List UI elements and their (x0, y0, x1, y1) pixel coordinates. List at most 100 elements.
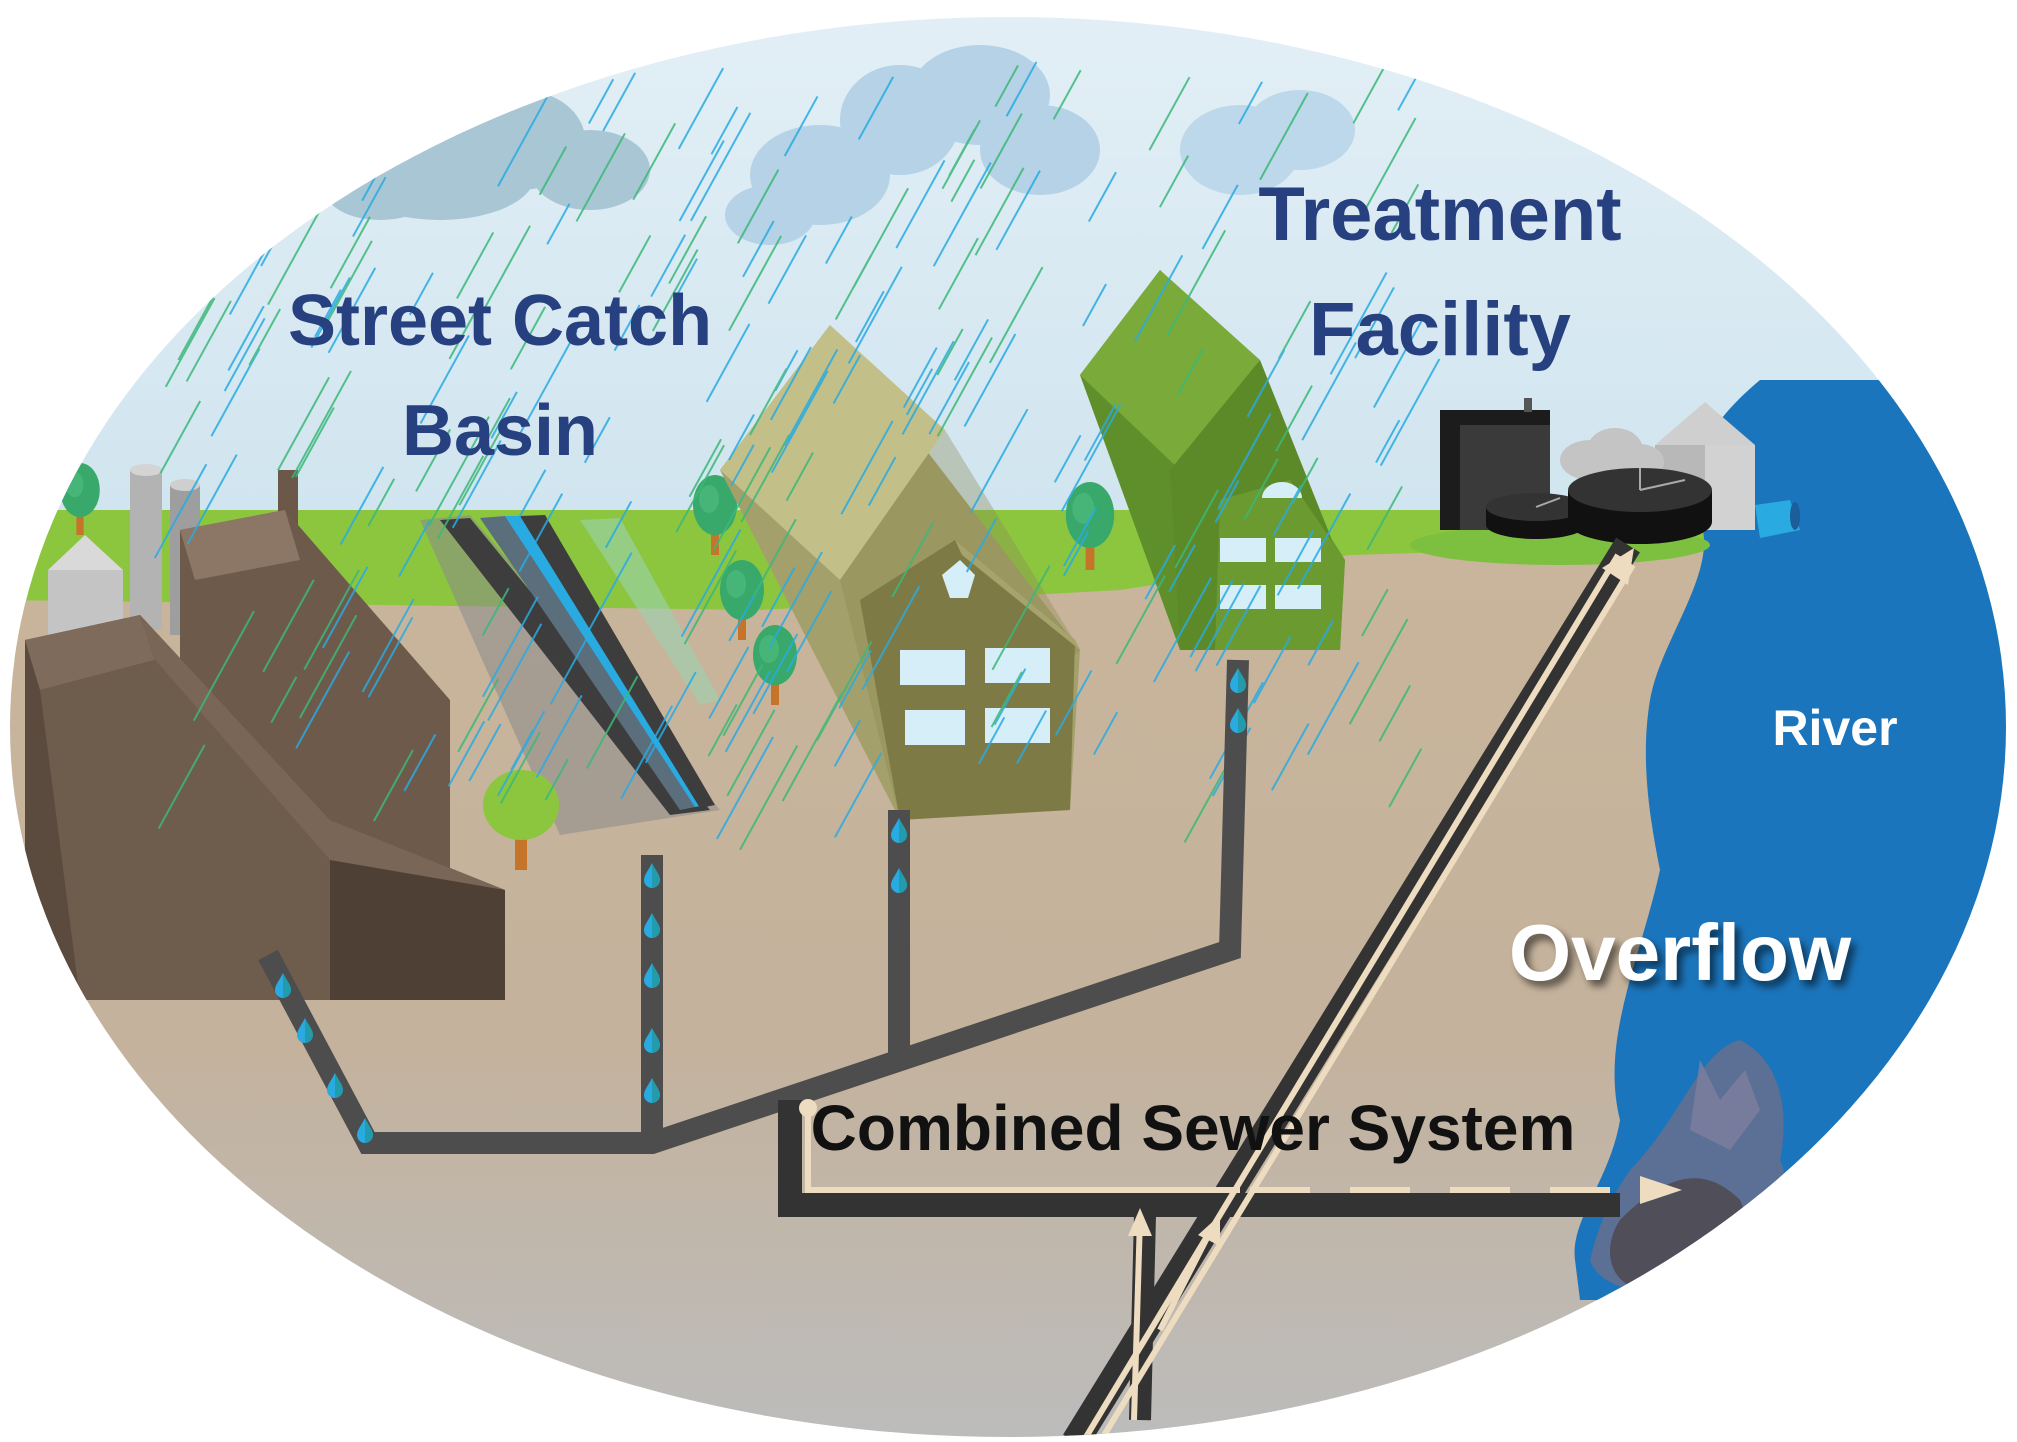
rain-streak (544, 758, 569, 801)
river-label: River (1772, 700, 1897, 756)
rain-streak (419, 335, 470, 424)
rain-streak (298, 614, 358, 719)
rain-streak (436, 455, 485, 540)
rain-streak (1005, 61, 1038, 117)
rain-streak (398, 519, 431, 578)
rain-streak (783, 95, 819, 157)
rain-streak (680, 528, 742, 638)
rain-streak (1177, 347, 1205, 395)
rain-streak (932, 162, 992, 267)
rain-streak (210, 348, 261, 437)
rain-streak (613, 304, 641, 352)
rain-streak (1390, 183, 1420, 234)
rain-streak (678, 139, 725, 222)
rain-streak (1243, 458, 1279, 520)
rain-streak (499, 731, 541, 804)
treatment-facility (1410, 398, 1800, 565)
rain-streak (1329, 272, 1388, 375)
rain-streak (689, 112, 752, 222)
rain-streak (730, 444, 755, 487)
rain-streak (749, 368, 788, 436)
rain-streak (1115, 575, 1166, 665)
rain-streak (840, 420, 894, 515)
rain-streak (321, 566, 369, 649)
rain-streak (261, 172, 290, 221)
rain-streak (517, 469, 547, 520)
rain-streak (185, 300, 232, 382)
rain-streak (768, 551, 823, 648)
rain-streak (192, 610, 255, 722)
rain-streak (322, 240, 373, 330)
rain-streak (938, 237, 979, 310)
rain-streak (303, 569, 360, 670)
rain-streak (895, 159, 946, 249)
rain-streak (1259, 92, 1309, 181)
rain-streak (716, 736, 774, 840)
rain-streak (415, 428, 452, 492)
rain-streak (267, 208, 322, 306)
rain-streak (783, 349, 839, 447)
rain-streak (1238, 81, 1263, 125)
rain-streak (478, 225, 531, 319)
rain-streak (186, 454, 238, 545)
rain-streak (739, 745, 799, 851)
rain-streak (457, 678, 500, 753)
rain-streak (1053, 434, 1082, 483)
rain-streak (825, 215, 853, 265)
rain-streak (675, 444, 725, 533)
rain-streak (781, 692, 843, 802)
rain-streak (270, 676, 298, 724)
cloud-icon (1180, 90, 1355, 195)
rain-streak (1152, 577, 1213, 683)
rain-streak (979, 113, 1023, 189)
rain-streak (707, 703, 738, 757)
rain-streak (988, 266, 1044, 364)
rain-streak (538, 146, 568, 196)
rain-streak (339, 466, 385, 545)
rain-streak (1062, 531, 1090, 577)
rain-streak (329, 216, 371, 289)
rain-streak (753, 518, 797, 596)
rain-streak (963, 333, 1017, 428)
rain-streak (1354, 286, 1395, 359)
rain-streak (159, 400, 202, 474)
rain-streak (223, 317, 266, 392)
rain-streak (1352, 60, 1389, 124)
rain-streak (1063, 506, 1098, 567)
rain-streak (273, 160, 304, 212)
rain-streak (490, 391, 518, 439)
rain-streak (901, 340, 955, 435)
rain-streak (1291, 457, 1319, 505)
rain-streak (852, 187, 909, 288)
rain-streak (785, 452, 814, 502)
rain-streak (1083, 403, 1117, 462)
rain-streak (353, 61, 410, 162)
rain-streak (728, 235, 783, 332)
rain-streak (965, 517, 998, 573)
rain-streak (724, 670, 772, 753)
clarifier-tank-icon (1486, 493, 1586, 539)
rain-streak (677, 67, 725, 150)
rain-streak (1088, 171, 1117, 222)
rain-streak (650, 234, 687, 298)
rain-streak (604, 500, 633, 549)
rain-streak (1348, 618, 1409, 725)
rain-streak (770, 346, 812, 421)
rain-streak (857, 76, 895, 141)
rain-streak (1388, 748, 1423, 808)
rain-streak (1168, 544, 1196, 593)
rain-streak (1297, 492, 1352, 590)
rain-streak (712, 446, 772, 551)
rain-streak (651, 249, 699, 332)
rain-streak (310, 276, 351, 349)
rain-streak (468, 723, 502, 782)
rain-streak (1379, 358, 1441, 467)
rain-streak (372, 749, 414, 822)
rain-streak (969, 408, 1029, 514)
rain-streak (847, 266, 903, 364)
rain-streak (367, 478, 396, 527)
rain-streak (728, 413, 755, 461)
factory-building (25, 464, 505, 1000)
rain-streak (618, 234, 652, 293)
